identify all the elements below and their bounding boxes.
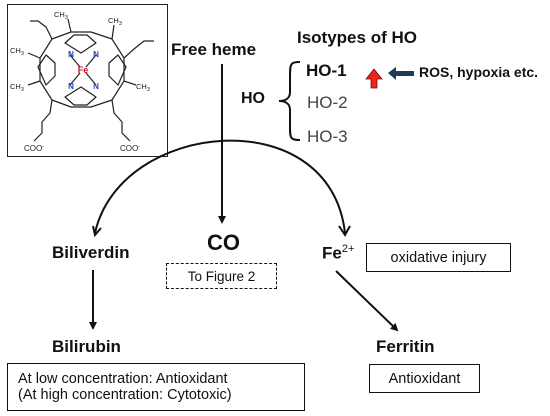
bilirubin-effect-line1: At low concentration: Antioxidant [18,371,228,387]
svg-text:CH3: CH3 [136,82,150,93]
heme-n-label-1: N [68,50,74,59]
heme-carboxylate-2: COO [120,144,138,153]
oxidative-injury-box: oxidative injury [366,243,511,272]
induction-arrow-icon [388,67,414,80]
heme-charge-1: - [42,144,44,150]
upregulation-arrow-icon [365,68,383,89]
heme-structure-diagram: Fe N N N N CH3 CH3 CH3 CH3 CH3 COO- COO- [10,10,154,153]
svg-text:CH3: CH3 [108,16,122,27]
heme-n-label-4: N [93,82,99,91]
arrowhead-to-iron [338,225,351,237]
arc-heme-degradation [94,139,346,234]
heme-carboxylate-1: COO [24,144,42,153]
heme-methyl-sub-2: 3 [119,21,122,27]
heme-structure-panel: Fe N N N N CH3 CH3 CH3 CH3 CH3 COO- COO- [7,4,168,157]
svg-text:CH3: CH3 [54,10,68,21]
heme-methyl-label-5: CH [136,82,147,91]
ferritin-effect-label: Antioxidant [388,370,461,387]
bilirubin-effect-box: At low concentration: Antioxidant (At hi… [7,363,305,411]
ho-enzyme-label: HO [241,90,265,107]
isotypes-title: Isotypes of HO [297,28,417,47]
ho3-label: HO-3 [307,127,348,146]
to-figure-label: To Figure 2 [187,268,256,284]
ho2-label: HO-2 [307,93,348,112]
arrow-iron-to-ferritin [335,270,399,332]
heme-methyl-sub-1: 3 [65,15,68,21]
heme-fe-label: Fe [78,65,89,75]
iron-charge: 2+ [341,243,355,255]
co-label: CO [207,230,240,255]
heme-methyl-label-2: CH [108,16,119,25]
heme-methyl-sub-5: 3 [147,87,150,93]
svg-text:COO-: COO- [120,144,140,153]
to-figure-box: To Figure 2 [166,263,277,289]
heme-methyl-label-3: CH [10,46,21,55]
heme-charge-2: - [138,144,140,150]
heme-n-label-2: N [93,50,99,59]
heme-methyl-label-4: CH [10,82,21,91]
arrowhead-to-biliverdin [92,225,102,238]
svg-text:CH3: CH3 [10,82,24,93]
ho-isotype-brace [278,61,301,141]
free-heme-label: Free heme [171,40,257,59]
heme-methyl-sub-3: 3 [21,51,24,57]
ho1-label: HO-1 [306,61,347,80]
inducers-label: ROS, hypoxia etc. [419,64,539,80]
biliverdin-label: Biliverdin [52,243,130,262]
ferritin-label: Ferritin [376,337,435,356]
bilirubin-effect-line2: (At high concentration: Cytotoxic) [18,387,232,403]
ferritin-effect-box: Antioxidant [369,364,480,393]
oxidative-injury-label: oxidative injury [390,249,487,266]
heme-methyl-label-1: CH [54,10,65,19]
heme-n-label-3: N [68,82,74,91]
svg-text:CH3: CH3 [10,46,24,57]
heme-methyl-sub-4: 3 [21,87,24,93]
bilirubin-label: Bilirubin [52,337,121,356]
svg-text:COO-: COO- [24,144,44,153]
iron-label: Fe [322,243,342,263]
